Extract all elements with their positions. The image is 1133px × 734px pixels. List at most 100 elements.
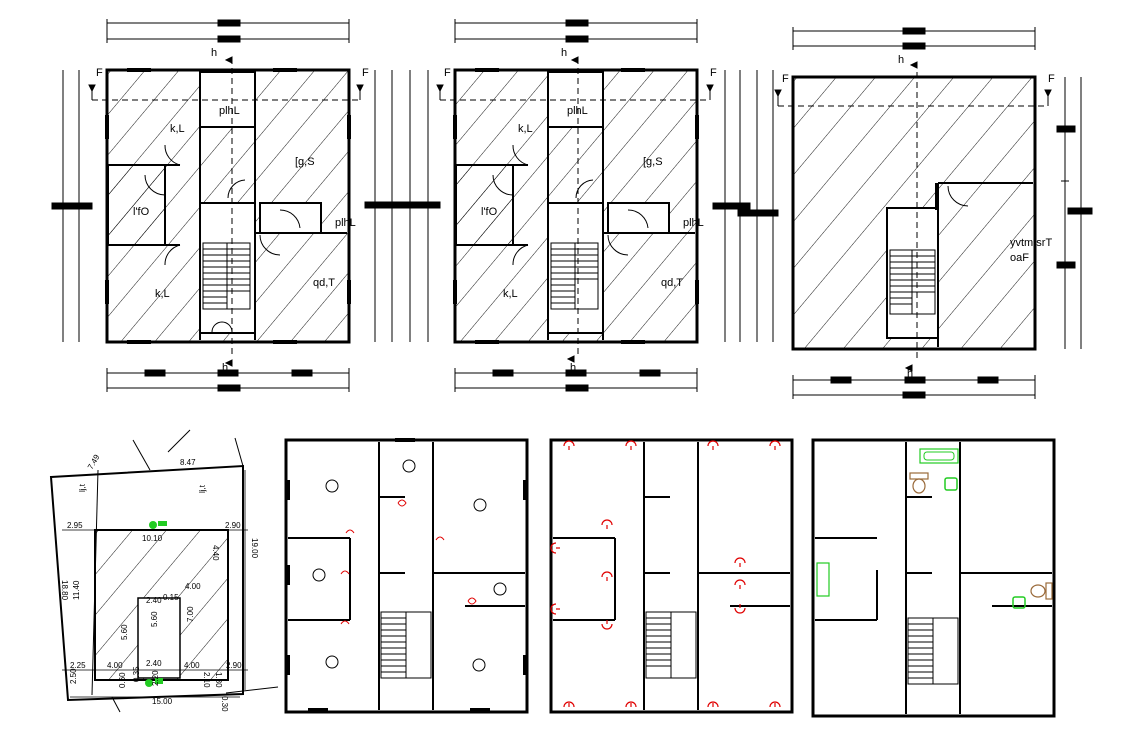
plan2-section-marks	[436, 56, 714, 363]
site-dimension-lines	[62, 470, 248, 698]
site-dim-left-side: 18.80	[60, 580, 69, 601]
plan2-room-label-top-mid: plhL	[567, 105, 588, 117]
floor-plan-2: F F h h k,L plhL [g,S l'fO plhL k,L qd,T	[436, 19, 779, 392]
plan1-room-label-top-left: k,L	[170, 123, 185, 135]
site-dim-gate-v2: 2.20	[151, 670, 160, 686]
plumbing-plan-c-walls	[815, 442, 1052, 714]
plan3-section-lines	[778, 62, 1048, 362]
plan3-section-f-right: F	[1048, 73, 1055, 85]
plan2-bottom-dimensions	[454, 368, 698, 392]
ceiling-light-icon	[472, 658, 486, 672]
plumbing-plan-c-outer	[811, 438, 1056, 718]
site-dim-left-offset: 2.95	[67, 521, 83, 530]
site-boundary	[49, 464, 244, 702]
switch-icon	[345, 529, 355, 534]
switch-icon	[397, 499, 407, 507]
plan1-room-label-bottom-right: qd,T	[313, 277, 335, 289]
lighting-plan-a-windows	[286, 438, 527, 712]
plan1-room-label-mid-right: plhL	[335, 217, 356, 229]
site-dim-inner-h1: 5.60	[120, 624, 129, 640]
plan3-room-label-line2: oaF	[1010, 252, 1029, 264]
socket-icon	[563, 701, 575, 708]
socket-icon	[625, 701, 637, 708]
plan1-section-h-top: h	[211, 47, 217, 59]
plan3-section-f-left: F	[782, 73, 789, 85]
plan2-section-f-right: F	[710, 67, 717, 79]
site-plan: 7.49 8.47 2.95 2.90 10.10 18.80 19.00 11…	[49, 429, 279, 713]
switch-icon	[435, 536, 445, 541]
plan2-room-label-top-right: [g,S	[643, 156, 663, 168]
socket-icon	[601, 571, 613, 581]
plan3-room-label-line1: yvtm srT	[1010, 237, 1052, 249]
plan3-partitions	[935, 182, 1033, 347]
plan3-top-dimensions	[792, 27, 1036, 50]
site-dim-top-left: 7.49	[86, 453, 102, 471]
bathtub-icon	[919, 448, 959, 464]
site-dim-inner-top: 10.10	[142, 534, 163, 543]
switch-icon	[340, 570, 350, 575]
socket-icon	[563, 440, 575, 450]
site-dim-inner-left: 11.40	[72, 580, 81, 600]
plan3-doors	[947, 185, 969, 207]
plan2-room-label-mid-left: l'fO	[481, 206, 498, 218]
switch-icon	[467, 597, 477, 605]
socket-icon	[550, 603, 560, 615]
site-dim-gate-v3: 0.35	[132, 666, 141, 682]
plan1-partitions	[108, 72, 347, 340]
site-dim-right-offset: 2.90	[225, 521, 241, 530]
ceiling-light-icon	[325, 655, 339, 669]
socket-icon	[550, 542, 560, 554]
plan1-room-label-top-right: [g,S	[295, 156, 315, 168]
socket-icon	[734, 579, 746, 589]
plan2-windows	[453, 68, 699, 344]
floor-plan-3-roof: F F h h yvtm srT oaF	[774, 27, 1093, 399]
plan1-stairs	[202, 242, 251, 310]
site-dim-bottom-right-v2: 1.80	[214, 672, 223, 688]
plan2-section-f-left: F	[444, 67, 451, 79]
site-dim-bottom-right-v1: 2.10	[202, 672, 211, 688]
plan2-room-label-top-left: k,L	[518, 123, 533, 135]
electrical-plan-b	[549, 438, 794, 714]
plan2-section-h-top: h	[561, 47, 567, 59]
site-dim-bottom-w2: 2.40	[146, 659, 162, 668]
lighting-plan-a-walls	[288, 442, 525, 710]
plan2-top-dimensions	[454, 19, 698, 43]
site-road-label-left: lj,t	[78, 483, 87, 492]
plan2-toilet-right	[607, 202, 670, 234]
plan1-section-f-right: F	[362, 67, 369, 79]
plan2-doors	[492, 144, 649, 266]
electrical-plan-b-sockets	[550, 440, 781, 708]
plan2-room-label-mid-right: plhL	[683, 217, 704, 229]
plan3-bottom-dimensions	[792, 375, 1036, 399]
plumbing-plan-c	[811, 438, 1056, 718]
plan3-section-h-top: h	[898, 54, 904, 66]
socket-icon	[769, 440, 781, 450]
toilet-icon	[909, 472, 929, 494]
toilet-icon	[1030, 582, 1053, 600]
washbasin-icon	[944, 477, 958, 491]
site-dim-inner-right: 4.40	[211, 545, 220, 561]
plan3-side-dimensions	[1056, 77, 1093, 349]
plan1-room-label-bottom-left: k,L	[155, 288, 170, 300]
socket-icon	[625, 440, 637, 450]
kitchen-sink-icon	[816, 562, 830, 597]
plumbing-plan-c-openings	[905, 555, 961, 580]
plan2-section-lines	[440, 58, 710, 358]
lighting-plan-a-switches	[340, 499, 477, 625]
plan2-room-label-bottom-left: k,L	[503, 288, 518, 300]
site-dim-right-side: 19.00	[250, 538, 259, 559]
lighting-plan-a	[284, 438, 529, 714]
site-dim-gate-v1: 0.60	[118, 672, 127, 688]
site-dim-bottom-left-offset: 2.25	[70, 661, 86, 670]
electrical-plan-b-stairs	[645, 611, 697, 679]
plan2-room-label-bottom-right: qd,T	[661, 277, 683, 289]
floor-plan-1: F F h h k,L plhL [g,S l'fO plhL k,L qd,T	[51, 19, 441, 392]
switch-icon	[340, 620, 350, 625]
socket-icon	[707, 701, 719, 708]
plumbing-plan-c-fixtures	[816, 448, 1053, 609]
plan1-room-label-top-mid: plhL	[219, 105, 240, 117]
socket-icon	[734, 557, 746, 567]
socket-icon	[734, 604, 746, 614]
lighting-plan-a-stairs	[380, 611, 432, 679]
